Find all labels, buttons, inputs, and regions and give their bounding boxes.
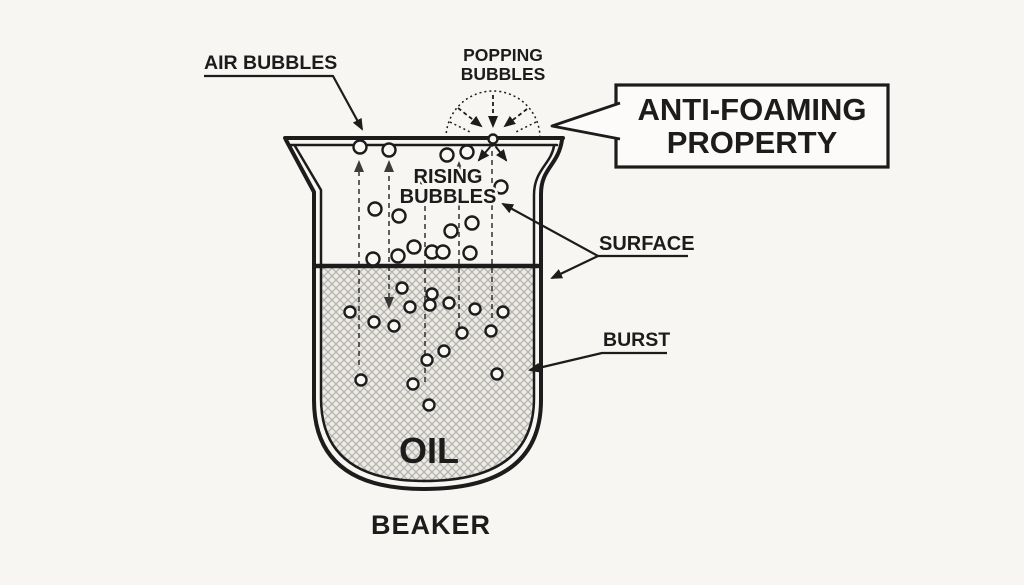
surface-leader-lower-arrow [550, 255, 599, 279]
bubble [354, 373, 368, 387]
oil-bubbles-group [343, 281, 510, 412]
callout-tail [550, 101, 621, 141]
bubble [406, 239, 422, 255]
bubble [381, 142, 397, 158]
bubble [455, 326, 469, 340]
rising-bubbles-text-line2: BUBBLES [400, 186, 497, 208]
bubble [496, 305, 510, 319]
bubble [464, 215, 480, 231]
air-bubbles-group [352, 139, 509, 267]
rising-bubbles-label: RISING BUBBLES [397, 164, 499, 211]
bubble [493, 179, 509, 195]
bubble [425, 287, 439, 301]
popping-bubbles-graphic [445, 90, 541, 162]
burst-text: BURST [603, 329, 670, 351]
popping-bubbles-text-line2: BUBBLES [461, 64, 546, 84]
bubble [420, 353, 434, 367]
callout-text-line2: PROPERTY [667, 125, 838, 160]
bubble [343, 305, 357, 319]
bubble [490, 367, 504, 381]
rising-bubbles-text-line1: RISING [414, 166, 483, 188]
popping-bubbles-label: POPPING BUBBLES [458, 43, 548, 87]
bubble [462, 245, 478, 261]
rising-lines-group [354, 146, 493, 382]
anti-foaming-callout: ANTI-FOAMING PROPERTY [550, 83, 890, 169]
bubble [387, 319, 401, 333]
bubble [367, 201, 383, 217]
bubble [390, 248, 406, 264]
burst-label: BURST [528, 327, 673, 373]
bubble [459, 144, 475, 160]
bubble [484, 324, 498, 338]
bubble [391, 208, 407, 224]
bubble [443, 223, 459, 239]
bubble [439, 147, 455, 163]
beaker-outline [283, 136, 565, 491]
bubble [442, 296, 456, 310]
air-bubbles-leader-arrow [204, 74, 363, 131]
surface-text: SURFACE [599, 233, 695, 255]
bubble [468, 302, 482, 316]
bubble [422, 398, 436, 412]
bubble [435, 244, 451, 260]
callout-text-line1: ANTI-FOAMING [637, 92, 866, 127]
burst-leader-arrow [528, 351, 667, 373]
bubble [437, 344, 451, 358]
oil-caption: OIL [399, 430, 459, 471]
popping-bubbles-text-line1: POPPING [463, 45, 543, 65]
bubble [423, 298, 437, 312]
bubble [403, 300, 417, 314]
beaker-caption: BEAKER [371, 510, 491, 540]
bubble [406, 377, 420, 391]
air-bubbles-label: AIR BUBBLES [202, 50, 363, 131]
popping-arc [445, 90, 541, 139]
popping-center-bubble [487, 133, 499, 145]
air-bubbles-text: AIR BUBBLES [204, 52, 337, 74]
bubble [395, 281, 409, 295]
surface-label: SURFACE [501, 203, 697, 279]
callout-box [614, 83, 890, 169]
bubble [416, 169, 432, 185]
bubble [367, 315, 381, 329]
bubble [365, 251, 381, 267]
bubble [352, 139, 368, 155]
